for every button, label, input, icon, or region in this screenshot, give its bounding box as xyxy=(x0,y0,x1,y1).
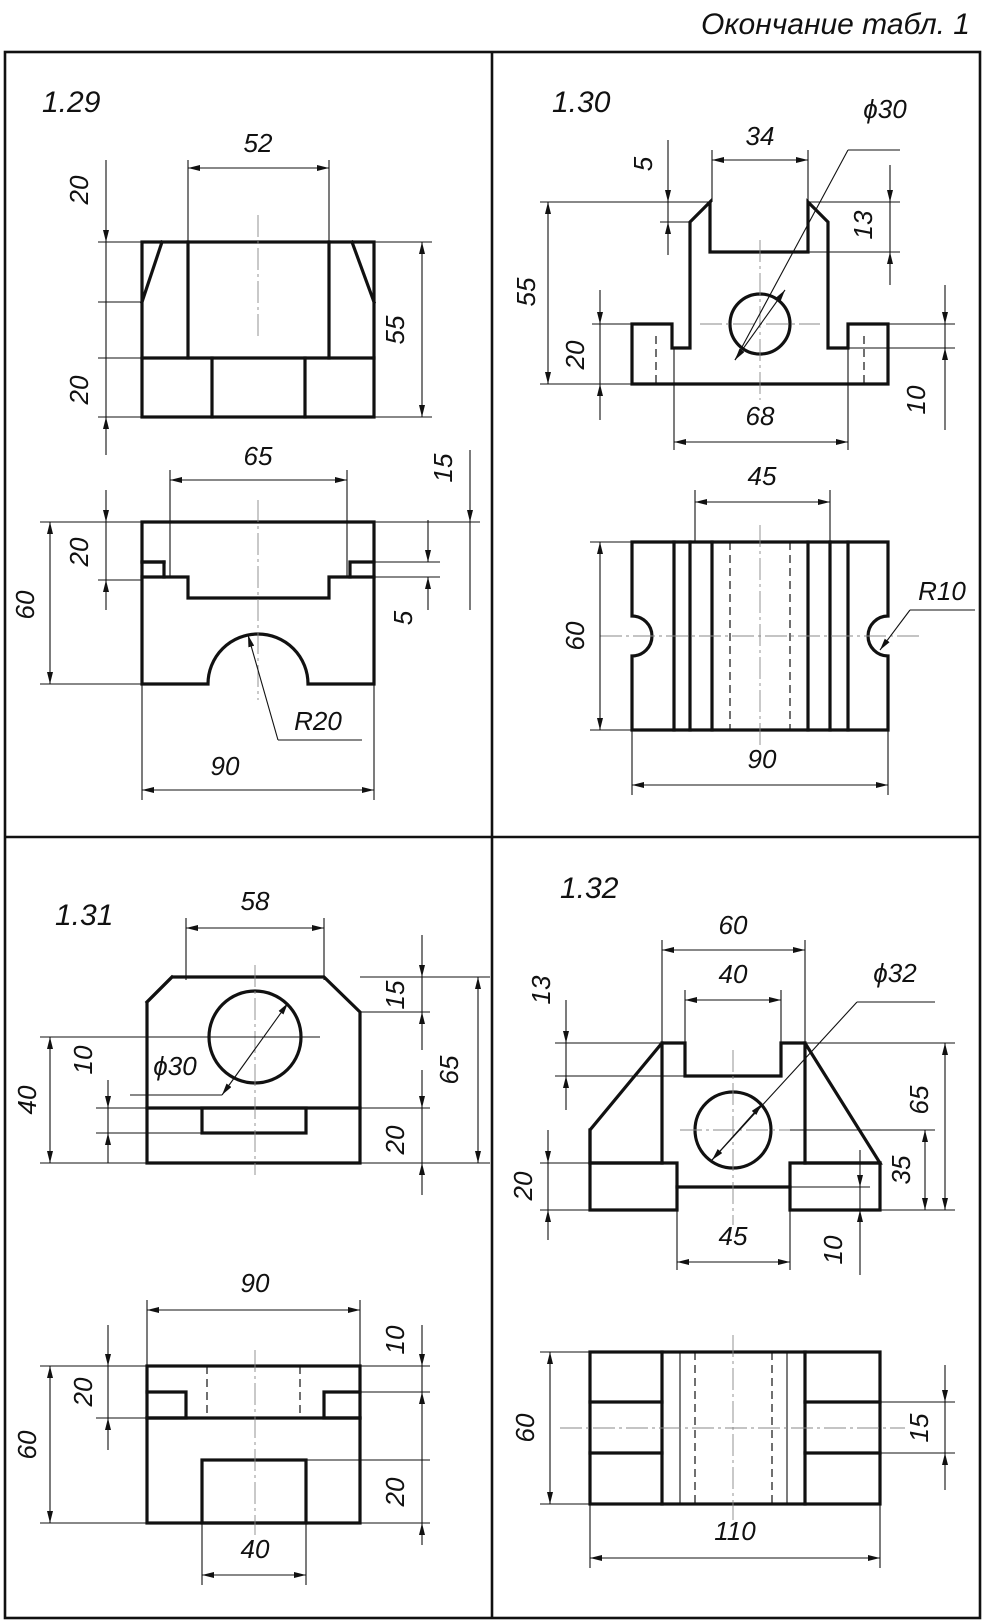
dim-110: 110 xyxy=(714,1516,756,1546)
dim-20: 20 xyxy=(508,1171,538,1201)
panel-1-31: 1.31 58 15 65 20 xyxy=(12,886,490,1585)
dim-55: 55 xyxy=(511,277,541,306)
top-view xyxy=(140,500,376,700)
dim-5: 5 xyxy=(628,156,658,171)
dim-20-right: 20 xyxy=(380,1477,410,1507)
dim-20-left: 20 xyxy=(68,1377,98,1407)
panel-number: 1.31 xyxy=(55,899,113,932)
dim-60: 60 xyxy=(719,910,748,940)
dim-65: 65 xyxy=(904,1085,934,1114)
dim-40: 40 xyxy=(719,959,748,989)
dim-68: 68 xyxy=(746,401,775,431)
panel-number: 1.30 xyxy=(552,86,611,119)
top-view xyxy=(560,1335,905,1520)
dim-40-bottom: 40 xyxy=(241,1534,270,1564)
dim-13: 13 xyxy=(848,210,878,239)
dim-35: 35 xyxy=(886,1155,916,1184)
sheet-title: Окончание табл. 1 xyxy=(701,8,970,41)
dim-r10: R10 xyxy=(918,576,966,606)
dim-phi30: ϕ30 xyxy=(153,1051,197,1081)
dim-65: 65 xyxy=(434,1055,464,1084)
dim-60: 60 xyxy=(560,621,590,650)
dim-phi30: ϕ30 xyxy=(863,94,907,124)
dim-40: 40 xyxy=(12,1085,42,1114)
top-view xyxy=(600,525,920,745)
dim-10: 10 xyxy=(901,385,931,414)
dim-34: 34 xyxy=(746,121,775,151)
dim-20-top-view: 20 xyxy=(64,537,94,567)
dim-90: 90 xyxy=(748,744,777,774)
dim-55: 55 xyxy=(380,315,410,344)
dim-60: 60 xyxy=(12,1430,42,1459)
top-view xyxy=(145,1350,362,1535)
panel-1-30: 1.30 34 ϕ30 5 13 55 xyxy=(511,86,975,795)
dim-15: 15 xyxy=(380,980,410,1009)
dim-45: 45 xyxy=(719,1221,748,1251)
dim-phi32: ϕ32 xyxy=(873,958,917,988)
dim-20-bottom: 20 xyxy=(64,375,94,405)
dim-20: 20 xyxy=(380,1125,410,1155)
dim-90: 90 xyxy=(211,751,240,781)
panel-number: 1.29 xyxy=(42,86,101,119)
dim-20: 20 xyxy=(560,340,590,370)
dim-60: 60 xyxy=(10,590,40,619)
dim-5: 5 xyxy=(388,610,418,625)
dim-58: 58 xyxy=(241,886,270,916)
dim-r20: R20 xyxy=(294,706,342,736)
panel-1-32: 1.32 60 40 ϕ32 13 xyxy=(508,872,955,1568)
front-view xyxy=(139,215,377,419)
dim-60-top: 60 xyxy=(510,1413,540,1442)
dim-65: 65 xyxy=(244,441,273,471)
dim-10-top: 10 xyxy=(380,1325,410,1354)
dim-90: 90 xyxy=(241,1268,270,1298)
dim-13: 13 xyxy=(526,975,556,1004)
dim-20-top: 20 xyxy=(64,175,94,205)
dim-15: 15 xyxy=(428,453,458,482)
panel-1-29: 1.29 52 20 20 55 xyxy=(10,86,480,800)
dim-15: 15 xyxy=(904,1413,934,1442)
dim-10: 10 xyxy=(818,1235,848,1264)
dim-52: 52 xyxy=(244,128,273,158)
dim-10: 10 xyxy=(68,1045,98,1074)
table-frame xyxy=(3,50,982,1620)
panel-number: 1.32 xyxy=(560,872,619,905)
dim-45: 45 xyxy=(748,461,777,491)
